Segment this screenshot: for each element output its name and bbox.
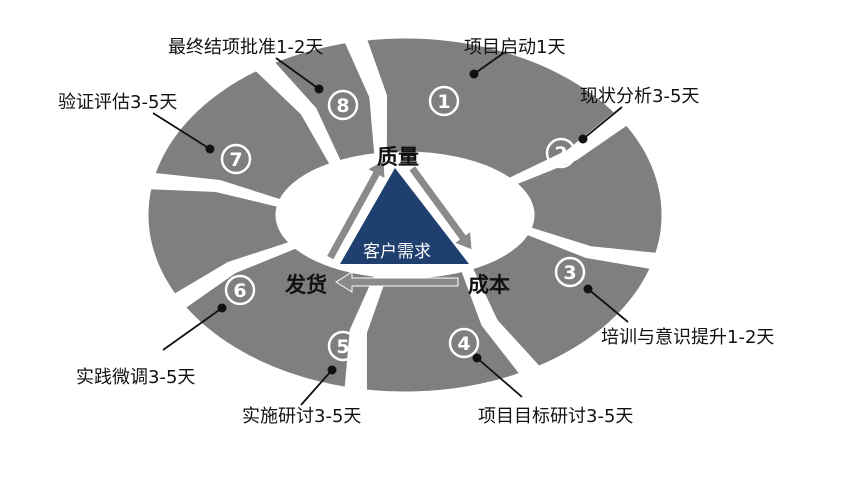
step-badge-ring: [554, 256, 586, 288]
leader-line-2: [582, 106, 623, 140]
step-label-5: 实施研讨3-5天: [242, 406, 361, 427]
step-label-4: 项目目标研讨3-5天: [478, 406, 633, 427]
step-numbers: 1 2 3 4 5 6 7 8: [220, 85, 586, 362]
leader-dot-4: [472, 353, 482, 363]
arrow-delivery-to-quality-shape: [325, 159, 386, 261]
leader-dot-6: [217, 303, 227, 313]
ring-segment-8: [270, 40, 378, 164]
leader-dot-2: [578, 134, 588, 144]
corner-label-quality: 质量: [377, 145, 419, 169]
leader-dot-7: [205, 144, 215, 154]
step-badge-2: 2: [545, 137, 577, 169]
ring-segment-6: [145, 186, 294, 298]
leader-line-8: [275, 57, 320, 90]
step-label-7: 验证评估3-5天: [58, 92, 177, 113]
step-badge-1: 1: [428, 85, 460, 117]
step-number: 4: [457, 333, 470, 355]
leader-lines: [152, 51, 629, 406]
leader-line-4: [476, 357, 523, 398]
step-labels: 项目启动1天 现状分析3-5天 培训与意识提升1-2天 项目目标研讨3-5天 实…: [58, 37, 774, 427]
step-number: 3: [563, 262, 576, 284]
arrow-quality-to-cost: [408, 164, 473, 251]
ring-segment-5: [182, 245, 379, 391]
step-number: 6: [233, 280, 246, 302]
step-number: 8: [336, 95, 349, 117]
step-badge-7: 7: [220, 143, 252, 175]
leader-dot-8: [314, 84, 324, 94]
step-label-3: 培训与意识提升1-2天: [601, 327, 774, 348]
step-badge-ring: [428, 85, 460, 117]
leader-line-5: [300, 369, 333, 406]
ring-segment-3: [469, 231, 654, 370]
customer-demand-triangle: [340, 168, 469, 264]
step-badge-ring: [327, 89, 359, 121]
leader-dot-1: [469, 69, 479, 79]
step-badge-ring: [545, 137, 577, 169]
leader-line-7: [152, 112, 211, 150]
arrow-quality-to-cost-shape: [408, 164, 473, 251]
step-number: 1: [437, 91, 450, 113]
step-badge-ring: [220, 143, 252, 175]
step-badge-6: 6: [224, 274, 256, 306]
center-triangle-group: 客户需求 质量 成本 发货: [284, 145, 510, 297]
cycle-arrows: [325, 159, 473, 293]
step-badge-ring: [224, 274, 256, 306]
step-number: 7: [229, 149, 242, 171]
center-label: 客户需求: [363, 242, 431, 262]
step-badge-5: 5: [327, 330, 359, 362]
ring-segments: [145, 35, 665, 395]
step-badge-4: 4: [448, 327, 480, 359]
step-label-2: 现状分析3-5天: [580, 86, 699, 107]
ring-segment-2: [511, 121, 665, 257]
ring-segment-1: [363, 35, 619, 182]
step-badge-3: 3: [554, 256, 586, 288]
leader-line-1: [473, 51, 506, 75]
arrow-delivery-to-quality: [325, 159, 386, 261]
step-label-1: 项目启动1天: [464, 37, 565, 58]
arrow-cost-to-delivery: [335, 271, 459, 293]
leader-dot-5: [327, 365, 337, 375]
leader-dot-3: [583, 284, 593, 294]
step-badge-8: 8: [327, 89, 359, 121]
step-label-8: 最终结项批准1-2天: [168, 37, 323, 58]
leader-line-3: [587, 288, 629, 323]
ring-segment-7: [151, 67, 334, 203]
corner-label-delivery: 发货: [284, 273, 327, 297]
leader-line-6: [162, 307, 223, 351]
arrow-cost-to-delivery-shape: [335, 271, 459, 293]
step-badge-ring: [448, 327, 480, 359]
step-number: 5: [336, 336, 349, 358]
step-number: 2: [554, 143, 567, 165]
step-label-6: 实践微调3-5天: [76, 367, 195, 388]
step-badge-ring: [327, 330, 359, 362]
corner-label-cost: 成本: [468, 273, 510, 297]
